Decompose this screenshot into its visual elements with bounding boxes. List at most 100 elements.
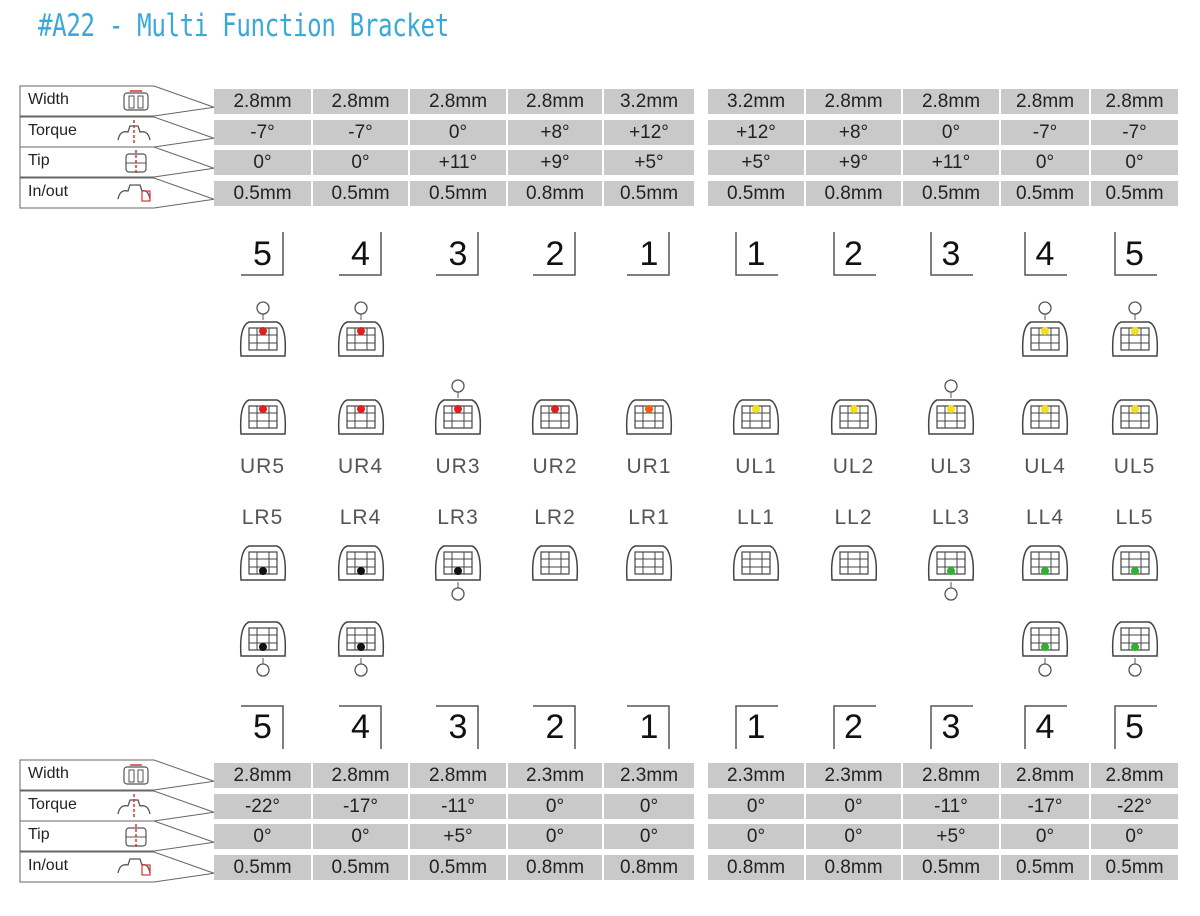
- tooth-label: UL4: [1024, 455, 1066, 478]
- tooth-label: LL1: [736, 506, 776, 529]
- tooth-number-text: 4: [351, 235, 370, 273]
- row-label: Tip: [28, 152, 50, 169]
- spec-cell: 0.5mm: [410, 180, 506, 206]
- width-bracket-icon: [116, 763, 156, 787]
- spec-cell: -22°: [214, 793, 311, 819]
- spec-cell: 0°: [1091, 824, 1178, 849]
- spec-cell: 0.5mm: [214, 854, 311, 880]
- bracket-icon: [525, 378, 585, 448]
- bracket-icon: [331, 608, 391, 678]
- spec-cell: 0°: [604, 824, 694, 849]
- spec-cell: 0.8mm: [806, 854, 901, 880]
- quadrant-corner-mark: [1024, 232, 1067, 276]
- spec-cell: 0°: [708, 824, 804, 849]
- label-arrow: [19, 116, 215, 147]
- bracket-icon: [1015, 608, 1075, 678]
- row-label: Width: [28, 765, 69, 782]
- row-label: Width: [28, 91, 69, 108]
- spec-cell: +8°: [806, 119, 901, 145]
- tooth-number-text: 1: [746, 235, 766, 273]
- bracket-icon: [233, 532, 293, 602]
- tooth-label: UR1: [626, 455, 672, 478]
- spec-cell: -11°: [903, 793, 999, 819]
- spec-cell: 0.5mm: [313, 180, 408, 206]
- tooth-number: 2: [533, 232, 577, 276]
- spec-cell: +5°: [708, 150, 804, 175]
- tooth-number-text: 3: [448, 708, 468, 746]
- spec-cell: -7°: [313, 119, 408, 145]
- spec-cell: +5°: [604, 150, 694, 175]
- label-arrow: [19, 851, 215, 882]
- quadrant-corner-mark: [1024, 705, 1067, 749]
- spec-cell: 0.5mm: [708, 180, 804, 206]
- spec-cell: -7°: [214, 119, 311, 145]
- tooth-label: LR1: [628, 506, 670, 529]
- spec-cell: 0.5mm: [903, 854, 999, 880]
- tooth-label: LL4: [1025, 506, 1065, 529]
- tip-bracket-icon: [116, 824, 156, 848]
- spec-cell: 0.5mm: [903, 180, 999, 206]
- tooth-number-text: 1: [639, 708, 659, 746]
- tooth-number-text: 3: [448, 235, 468, 273]
- tooth-number-text: 2: [545, 235, 565, 273]
- bracket-icon: [233, 378, 293, 448]
- row-label-box: Torque: [19, 790, 215, 821]
- spec-cell: 0.5mm: [604, 180, 694, 206]
- inout-bracket-icon: [116, 855, 156, 879]
- tooth-label: UR5: [239, 455, 285, 478]
- tooth-number-text: 3: [941, 708, 961, 746]
- label-arrow: [19, 85, 215, 117]
- tooth-number-text: 5: [1125, 708, 1144, 746]
- tooth-number-text: 2: [844, 708, 863, 746]
- spec-cell: 0.8mm: [604, 854, 694, 880]
- spec-cell: +12°: [604, 119, 694, 145]
- label-arrow: [19, 820, 215, 852]
- tooth-number-text: 5: [253, 708, 272, 746]
- tooth-number: 3: [436, 232, 480, 276]
- spec-cell: 0.5mm: [1001, 854, 1089, 880]
- spec-cell: 2.8mm: [1001, 89, 1089, 114]
- spec-cell: 2.8mm: [410, 763, 506, 788]
- spec-cell: 2.8mm: [214, 89, 311, 114]
- bracket-icon: [1015, 378, 1075, 448]
- spec-cell: 2.3mm: [604, 763, 694, 788]
- spec-cell: 2.8mm: [508, 89, 602, 114]
- tooth-number: 1: [734, 232, 778, 276]
- quadrant-corner-mark: [832, 232, 876, 276]
- spec-cell: 0°: [313, 150, 408, 175]
- quadrant-corner-mark: [735, 232, 778, 276]
- tooth-label: UR4: [337, 455, 383, 478]
- spec-cell: 0.5mm: [410, 854, 506, 880]
- quadrant-corner-mark: [735, 705, 778, 749]
- spec-cell: 2.3mm: [508, 763, 602, 788]
- bracket-icon: [921, 532, 981, 602]
- tooth-number: 3: [436, 705, 480, 749]
- quadrant-corner-mark: [1113, 705, 1157, 749]
- tooth-number-text: 2: [844, 235, 863, 273]
- quadrant-corner-mark: [436, 232, 479, 276]
- bracket-icon: [428, 532, 488, 602]
- label-arrow: [19, 790, 215, 821]
- quadrant-corner-mark: [436, 705, 479, 749]
- bracket-icon: [233, 300, 293, 370]
- quadrant-corner-mark: [1113, 232, 1157, 276]
- tooth-number: 5: [240, 232, 285, 276]
- quadrant-corner-mark: [240, 705, 284, 749]
- quadrant-corner-mark: [930, 232, 973, 276]
- tooth-number-text: 2: [545, 708, 565, 746]
- tooth-number-text: 1: [746, 708, 766, 746]
- spec-cell: +12°: [708, 119, 804, 145]
- row-label-box: In/out: [19, 177, 215, 208]
- quadrant-corner-mark: [832, 705, 876, 749]
- label-arrow: [19, 146, 215, 178]
- width-bracket-icon: [116, 89, 156, 113]
- row-label: In/out: [28, 182, 69, 200]
- row-label-box: Width: [19, 85, 215, 117]
- tooth-number: 4: [1023, 705, 1067, 749]
- bracket-icon: [331, 300, 391, 370]
- tooth-number-text: 4: [1035, 235, 1055, 273]
- spec-row-torque: Torque-22°-17°-11°0°0°0°0°-11°-17°-22°: [0, 790, 1200, 821]
- spec-cell: 2.8mm: [410, 89, 506, 114]
- bracket-icon: [1015, 300, 1075, 370]
